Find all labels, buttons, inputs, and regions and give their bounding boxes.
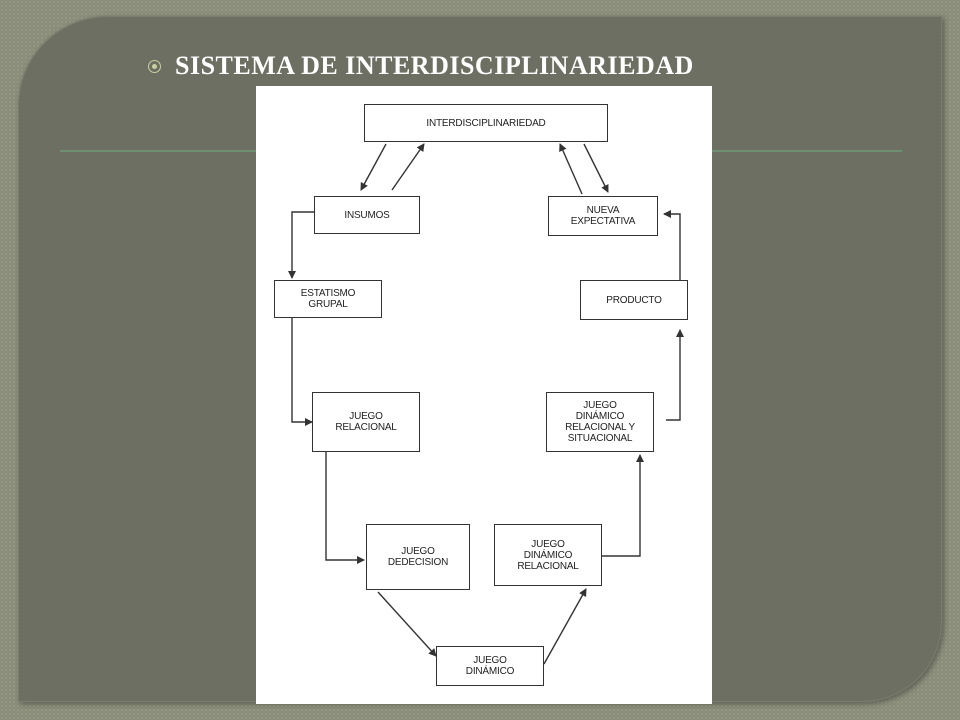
arrow-interdisc-to-expectativa [583, 143, 609, 193]
title-row: SISTEMA DE INTERDISCIPLINARIEDAD [148, 48, 694, 84]
slide-title: SISTEMA DE INTERDISCIPLINARIEDAD [175, 51, 694, 80]
arrow-estatismo-to-relacional [291, 318, 313, 426]
arrow-situacional-to-producto [666, 329, 684, 421]
node-nueva-expectativa: NUEVA EXPECTATIVA [548, 196, 658, 236]
diagram-arrows [288, 143, 684, 665]
node-juego-dinamico-relacional-situacional: JUEGO DINÁMICO RELACIONAL Y SITUACIONAL [546, 392, 654, 452]
node-estatismo-grupal: ESTATISMO GRUPAL [274, 280, 382, 318]
arrow-interdisc-to-insumos [360, 143, 387, 191]
arrow-dinrelacional-to-situacional [602, 454, 644, 557]
arrow-insumos-to-estatismo [288, 211, 314, 279]
diagram-figure: INTERDISCIPLINARIEDAD INSUMOS NUEVA EXPE… [256, 86, 712, 704]
arrow-decision-to-dinamico [377, 591, 437, 657]
arrow-insumos-to-interdisc [391, 143, 425, 191]
node-juego-relacional: JUEGO RELACIONAL [312, 392, 420, 452]
arrow-dinamico-to-dinrelacional [543, 588, 587, 665]
node-juego-dinamico: JUEGO DINÁMICO [436, 646, 544, 686]
node-interdisciplinariedad: INTERDISCIPLINARIEDAD [364, 104, 608, 142]
node-insumos: INSUMOS [314, 196, 420, 234]
node-juego-dinamico-relacional: JUEGO DINÁMICO RELACIONAL [494, 524, 602, 586]
node-juego-de-decision: JUEGO DEDECISION [366, 524, 470, 590]
bullet-icon [148, 59, 161, 73]
arrow-expectativa-to-interdisc [559, 143, 583, 195]
node-producto: PRODUCTO [580, 280, 688, 320]
arrow-relacional-to-decision [325, 452, 365, 564]
arrow-producto-to-expectativa [663, 210, 681, 280]
